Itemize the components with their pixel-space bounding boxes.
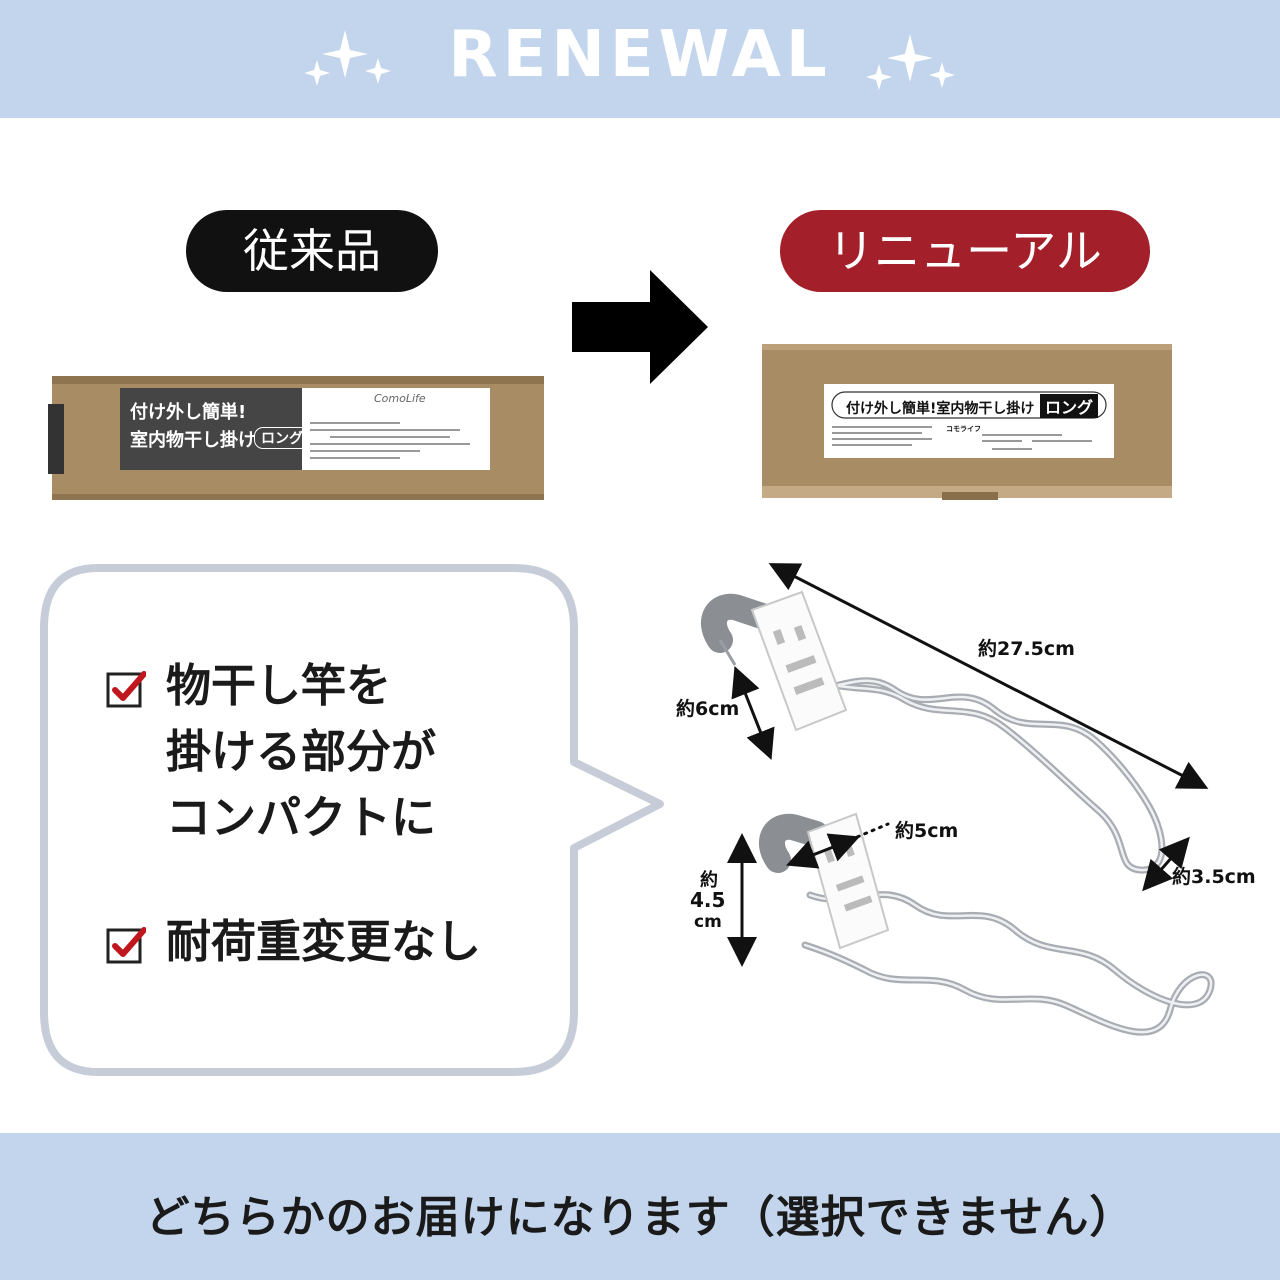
arrow-right-icon	[572, 270, 708, 384]
feature-1-line-3: コンパクトに	[166, 791, 437, 844]
old-box-long: ロング	[254, 427, 310, 449]
new-box-text-lines	[832, 426, 1092, 450]
dimension-height-bottom-1: 約	[700, 870, 718, 891]
renewal-title: RENEWAL	[448, 18, 832, 92]
dimension-height-bottom-2: 4.5	[690, 888, 726, 912]
speech-bubble	[40, 564, 664, 1076]
new-box-maker: コモライフ	[946, 425, 981, 433]
old-product-box: 付け外し簡単! 室内物干し掛け ロング ComoLife	[48, 374, 546, 502]
checkbox-checked-icon	[106, 671, 146, 708]
old-box-text-lines	[310, 422, 470, 459]
hanger-illustration	[701, 563, 1215, 1036]
feature-1-line-2: 掛ける部分が	[166, 725, 437, 778]
sparkle-left-icon	[304, 30, 391, 86]
new-box-long: ロング	[1040, 394, 1099, 418]
delivery-note: どちらかのお届けになります（選択できません）	[145, 1192, 1135, 1243]
dimension-height-top: 約6cm	[676, 698, 740, 720]
new-box-title: 付け外し簡単!室内物干し掛け	[846, 401, 1035, 417]
dimension-loop: 約3.5cm	[1172, 866, 1256, 888]
top-banner: RENEWAL	[0, 0, 1280, 118]
feature-1-line-1: 物干し竿を	[166, 659, 392, 712]
bottom-banner: どちらかのお届けになります（選択できません）	[0, 1133, 1280, 1280]
feature-2: 耐荷重変更なし	[166, 915, 482, 968]
new-product-label: リニューアル	[780, 210, 1150, 292]
dimension-length: 約27.5cm	[978, 638, 1075, 660]
new-product-box: 付け外し簡単!室内物干し掛け ロング コモライフ	[762, 342, 1172, 504]
dimension-width-clip: 約5cm	[895, 820, 959, 842]
sparkle-right-icon	[866, 34, 955, 90]
old-box-title-2: 室内物干し掛け	[130, 430, 256, 451]
dimension-height-bottom-3: cm	[694, 912, 722, 932]
old-box-title-1: 付け外し簡単!	[130, 402, 247, 423]
old-product-label: 従来品	[186, 210, 438, 292]
checkbox-checked-icon	[106, 927, 146, 964]
old-box-brand: ComoLife	[374, 392, 426, 405]
